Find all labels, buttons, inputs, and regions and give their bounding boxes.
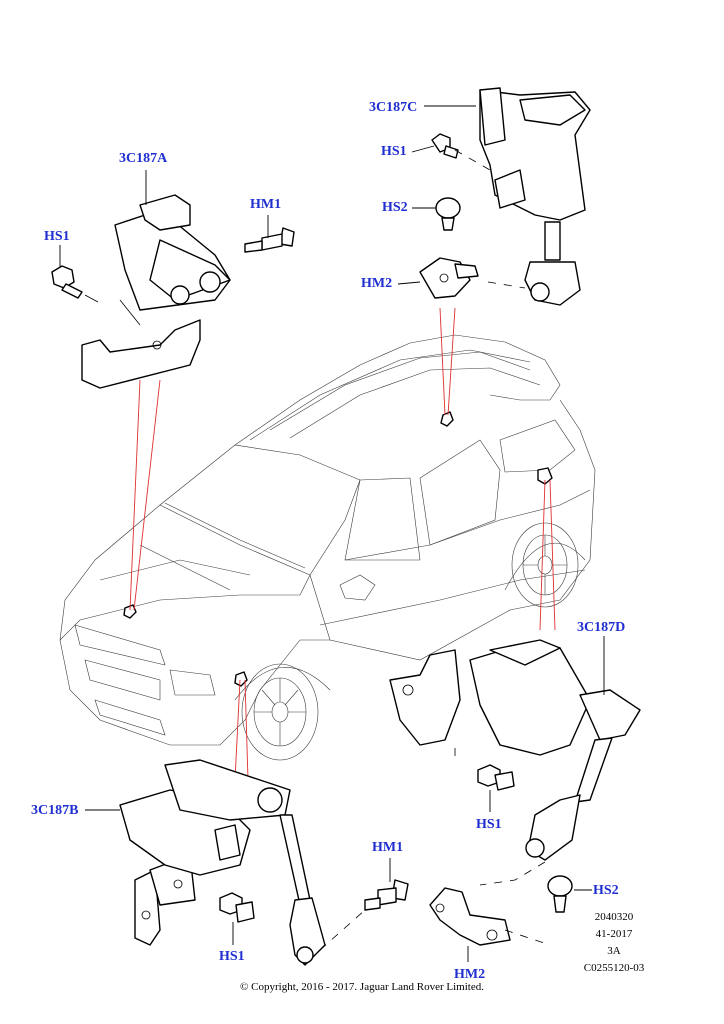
label-hs1-b: HS1 <box>219 949 245 964</box>
bolt-hs1-b <box>219 892 255 923</box>
bolt-hs1-d <box>477 764 515 791</box>
assembly-guide-lines <box>319 149 551 951</box>
label-hs1-a: HS1 <box>44 229 70 244</box>
label-3c187b: 3C187B <box>31 803 79 818</box>
reference-line-1: 2040320 <box>594 911 634 923</box>
bolt-hs1-c <box>431 133 459 159</box>
label-leader-lines <box>59 105 605 962</box>
illustration-reference: 2040320 41-2017 3A C0255120-03 <box>578 909 650 977</box>
sensor-3c187c-assembly <box>479 87 591 306</box>
bolt-hs2-c <box>435 197 461 231</box>
copyright-notice: © Copyright, 2016 - 2017. Jaguar Land Ro… <box>240 981 484 993</box>
bolt-hs2-b <box>547 875 573 913</box>
label-hm2-c: HM2 <box>361 276 393 291</box>
bracket-hm2-c <box>419 257 479 299</box>
bolt-hm1-b <box>364 879 409 911</box>
label-3c187c: 3C187C <box>369 100 418 115</box>
reference-line-4: C0255120-03 <box>583 962 645 974</box>
label-hs1-d: HS1 <box>476 817 502 832</box>
vehicle-sensor-markers <box>123 411 553 687</box>
bolt-hm1-a <box>244 227 295 253</box>
reference-line-2: 41-2017 <box>595 928 633 940</box>
sensor-3c187a-assembly <box>81 194 231 389</box>
vehicle-outline <box>59 334 596 761</box>
label-hs2-c: HS2 <box>382 200 408 215</box>
label-3c187d: 3C187D <box>577 620 626 635</box>
label-hm1-a: HM1 <box>250 197 282 212</box>
reference-line-3: 3A <box>607 945 621 957</box>
label-hm2-b: HM2 <box>454 967 486 982</box>
label-3c187a: 3C187A <box>119 151 168 166</box>
label-hs1-c: HS1 <box>381 144 407 159</box>
sensor-3c187b-assembly <box>119 759 326 966</box>
label-hs2-b: HS2 <box>593 883 619 898</box>
bolt-hs1-a <box>51 265 99 303</box>
label-hm1-b: HM1 <box>372 840 404 855</box>
bracket-hm2-b <box>429 887 511 946</box>
red-leader-lines <box>129 307 556 781</box>
sensor-3c187d-assembly <box>389 639 641 861</box>
